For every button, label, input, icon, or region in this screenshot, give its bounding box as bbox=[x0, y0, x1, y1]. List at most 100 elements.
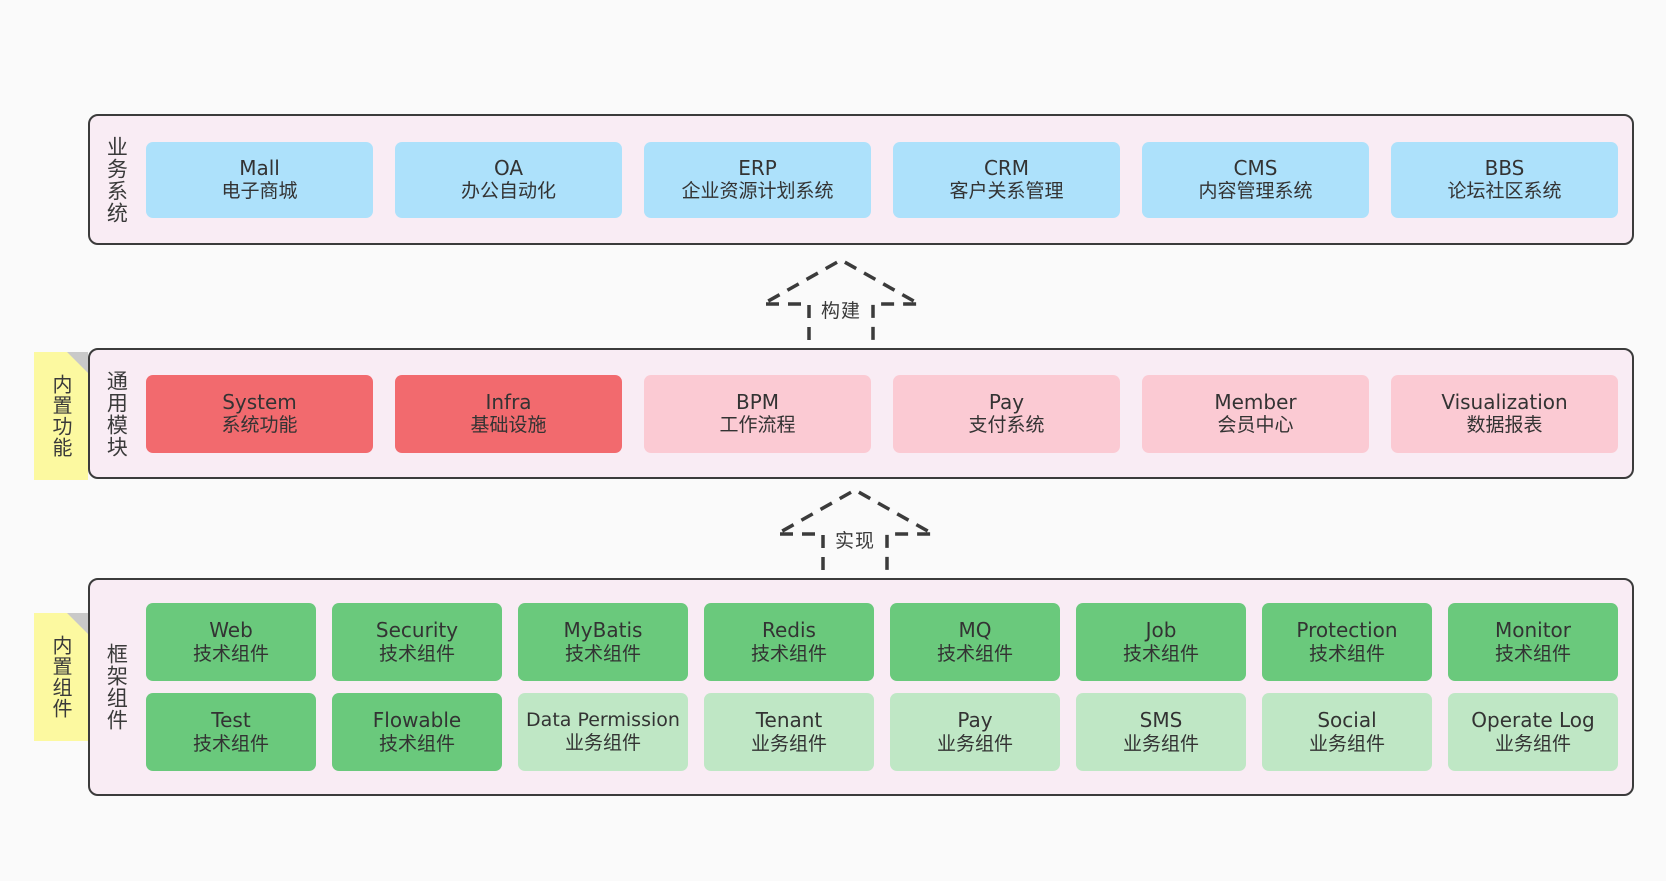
card-title: Pay bbox=[988, 389, 1025, 414]
framework-business-row: Test 技术组件 Flowable 技术组件 Data Permission … bbox=[146, 693, 1618, 771]
arrow-implement: 实现 bbox=[765, 487, 945, 592]
card-title: Pay bbox=[957, 708, 993, 733]
card-subtitle: 会员中心 bbox=[1217, 414, 1294, 437]
card-subtitle: 技术组件 bbox=[564, 642, 641, 665]
card-subtitle: 技术组件 bbox=[192, 732, 269, 755]
card-subtitle: 客户关系管理 bbox=[949, 180, 1064, 203]
card-title: Redis bbox=[762, 618, 816, 643]
card-infra[interactable]: Infra 基础设施 bbox=[395, 374, 622, 453]
card-web[interactable]: Web 技术组件 bbox=[146, 603, 316, 681]
card-title: Protection bbox=[1296, 618, 1398, 643]
card-title: BPM bbox=[735, 389, 780, 414]
framework-tech-row: Web 技术组件 Security 技术组件 MyBatis 技术组件 Redi… bbox=[146, 603, 1618, 681]
card-crm[interactable]: CRM 客户关系管理 bbox=[893, 141, 1120, 218]
card-title: CMS bbox=[1233, 155, 1278, 180]
card-title: System bbox=[222, 389, 297, 414]
card-subtitle: 技术组件 bbox=[1308, 642, 1385, 665]
card-title: BBS bbox=[1484, 155, 1525, 180]
card-subtitle: 技术组件 bbox=[378, 642, 455, 665]
card-title: Data Permission bbox=[526, 708, 680, 731]
card-subtitle: 数据报表 bbox=[1466, 414, 1543, 437]
card-title: Web bbox=[209, 618, 253, 643]
arrow-implement-label: 实现 bbox=[834, 530, 875, 552]
card-title: Member bbox=[1214, 389, 1297, 414]
card-security[interactable]: Security 技术组件 bbox=[332, 603, 502, 681]
card-pay-component[interactable]: Pay 业务组件 bbox=[890, 693, 1060, 771]
note-label: 内置组件 bbox=[49, 635, 73, 719]
note-builtin-features: 内置功能 bbox=[34, 352, 88, 480]
card-subtitle: 业务组件 bbox=[1122, 732, 1199, 755]
layer-common-modules: 通用模块 System 系统功能 Infra 基础设施 BPM 工作流程 Pay… bbox=[88, 348, 1634, 479]
card-tenant[interactable]: Tenant 业务组件 bbox=[704, 693, 874, 771]
card-system[interactable]: System 系统功能 bbox=[146, 374, 373, 453]
card-erp[interactable]: ERP 企业资源计划系统 bbox=[644, 141, 871, 218]
card-subtitle: 业务组件 bbox=[936, 732, 1013, 755]
arrow-build-label: 构建 bbox=[820, 300, 861, 322]
card-title: Job bbox=[1145, 618, 1177, 643]
card-title: OA bbox=[493, 155, 524, 180]
layer-business-systems: 业务系统 Mall 电子商城 OA 办公自动化 ERP 企业资源计划系统 CRM… bbox=[88, 114, 1634, 245]
card-subtitle: 技术组件 bbox=[1122, 642, 1199, 665]
layer-framework-components: 框架组件 Web 技术组件 Security 技术组件 MyBatis 技术组件… bbox=[88, 578, 1634, 796]
card-title: ERP bbox=[738, 155, 777, 180]
card-title: MyBatis bbox=[563, 618, 643, 643]
card-subtitle: 基础设施 bbox=[470, 414, 547, 437]
card-subtitle: 业务组件 bbox=[750, 732, 827, 755]
card-subtitle: 系统功能 bbox=[221, 414, 298, 437]
card-title: Tenant bbox=[755, 708, 823, 733]
note-builtin-components: 内置组件 bbox=[34, 613, 88, 741]
framework-components-grid: Web 技术组件 Security 技术组件 MyBatis 技术组件 Redi… bbox=[142, 580, 1632, 794]
card-bpm[interactable]: BPM 工作流程 bbox=[644, 374, 871, 453]
layer-label-common-modules: 通用模块 bbox=[104, 369, 129, 458]
card-subtitle: 企业资源计划系统 bbox=[681, 180, 834, 203]
card-subtitle: 工作流程 bbox=[719, 414, 796, 437]
card-social[interactable]: Social 业务组件 bbox=[1262, 693, 1432, 771]
card-pay-module[interactable]: Pay 支付系统 bbox=[893, 374, 1120, 453]
card-subtitle: 办公自动化 bbox=[460, 180, 556, 203]
card-mq[interactable]: MQ 技术组件 bbox=[890, 603, 1060, 681]
card-subtitle: 技术组件 bbox=[750, 642, 827, 665]
card-subtitle: 技术组件 bbox=[378, 732, 455, 755]
card-subtitle: 业务组件 bbox=[1308, 732, 1385, 755]
card-title: CRM bbox=[983, 155, 1030, 180]
card-data-permission[interactable]: Data Permission 业务组件 bbox=[518, 693, 688, 771]
card-bbs[interactable]: BBS 论坛社区系统 bbox=[1391, 141, 1618, 218]
card-sms[interactable]: SMS 业务组件 bbox=[1076, 693, 1246, 771]
card-mybatis[interactable]: MyBatis 技术组件 bbox=[518, 603, 688, 681]
card-title: Monitor bbox=[1494, 618, 1572, 643]
card-title: Test bbox=[211, 708, 251, 733]
card-cms[interactable]: CMS 内容管理系统 bbox=[1142, 141, 1369, 218]
card-mall[interactable]: Mall 电子商城 bbox=[146, 141, 373, 218]
common-modules-card-list: System 系统功能 Infra 基础设施 BPM 工作流程 Pay 支付系统… bbox=[142, 350, 1632, 477]
card-title: Mall bbox=[239, 155, 280, 180]
card-subtitle: 内容管理系统 bbox=[1198, 180, 1313, 203]
card-subtitle: 电子商城 bbox=[221, 180, 298, 203]
card-subtitle: 论坛社区系统 bbox=[1447, 180, 1562, 203]
card-operate-log[interactable]: Operate Log 业务组件 bbox=[1448, 693, 1618, 771]
layer-label-business-systems: 业务系统 bbox=[104, 135, 129, 224]
arrow-build: 构建 bbox=[751, 257, 931, 362]
arrow-build-shape bbox=[756, 257, 926, 362]
card-visualization[interactable]: Visualization 数据报表 bbox=[1391, 374, 1618, 453]
card-test[interactable]: Test 技术组件 bbox=[146, 693, 316, 771]
card-subtitle: 业务组件 bbox=[1494, 732, 1571, 755]
layer-label-framework-components: 框架组件 bbox=[104, 643, 129, 731]
card-flowable[interactable]: Flowable 技术组件 bbox=[332, 693, 502, 771]
card-subtitle: 技术组件 bbox=[192, 642, 269, 665]
card-protection[interactable]: Protection 技术组件 bbox=[1262, 603, 1432, 681]
card-subtitle: 技术组件 bbox=[1494, 642, 1571, 665]
card-title: Visualization bbox=[1441, 389, 1568, 414]
card-title: SMS bbox=[1139, 708, 1183, 733]
card-title: Operate Log bbox=[1471, 708, 1595, 733]
card-job[interactable]: Job 技术组件 bbox=[1076, 603, 1246, 681]
card-title: MQ bbox=[958, 618, 992, 643]
card-oa[interactable]: OA 办公自动化 bbox=[395, 141, 622, 218]
card-monitor[interactable]: Monitor 技术组件 bbox=[1448, 603, 1618, 681]
arrow-implement-shape bbox=[770, 487, 940, 592]
card-title: Flowable bbox=[372, 708, 462, 733]
card-subtitle: 技术组件 bbox=[936, 642, 1013, 665]
card-member[interactable]: Member 会员中心 bbox=[1142, 374, 1369, 453]
card-redis[interactable]: Redis 技术组件 bbox=[704, 603, 874, 681]
card-title: Infra bbox=[485, 389, 532, 414]
